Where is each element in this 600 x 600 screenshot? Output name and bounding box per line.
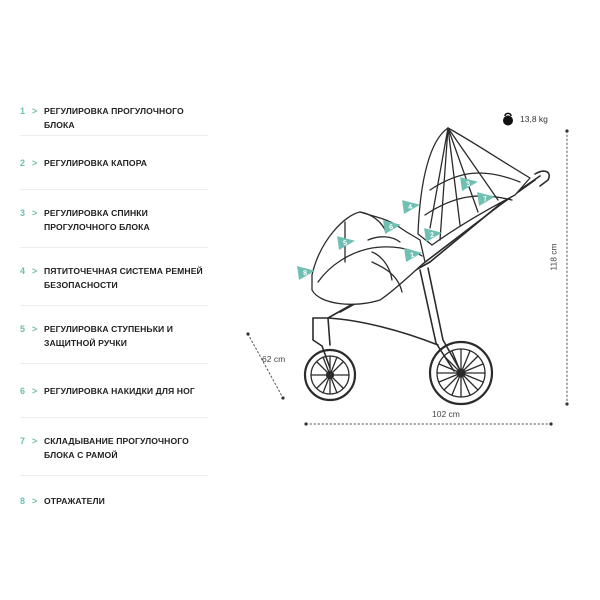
svg-text:7: 7 xyxy=(483,196,488,203)
marker-7: 7 xyxy=(477,192,495,207)
marker-8: 8 xyxy=(297,266,315,281)
chevron-right-icon: > xyxy=(32,496,38,506)
svg-text:2: 2 xyxy=(430,232,435,239)
chevron-right-icon: > xyxy=(32,436,38,446)
width-dimension-line xyxy=(247,333,284,399)
feature-item-5: 5 > РЕГУЛИРОВКА СТУПЕНЬКИ И ЗАЩИТНОЙ РУЧ… xyxy=(20,306,208,364)
front-wheel xyxy=(303,348,357,402)
feature-label: РЕГУЛИРОВКА КАПОРА xyxy=(44,158,148,168)
marker-1: 1 xyxy=(404,248,422,263)
feature-number: 7 xyxy=(20,436,26,446)
feature-markers: 8 5 6 4 2 1 3 7 xyxy=(297,177,495,281)
feature-item-8: 8 > ОТРАЖАТЕЛИ xyxy=(20,476,208,516)
feature-item-1: 1 > РЕГУЛИРОВКА ПРОГУЛОЧНОГО БЛОКА xyxy=(20,96,208,136)
feature-label: РЕГУЛИРОВКА ПРОГУЛОЧНОГО БЛОКА xyxy=(44,106,184,130)
svg-text:8: 8 xyxy=(303,270,308,277)
feature-number: 8 xyxy=(20,496,26,506)
chevron-right-icon: > xyxy=(32,386,38,396)
feature-item-2: 2 > РЕГУЛИРОВКА КАПОРА xyxy=(20,136,208,190)
feature-item-7: 7 > СКЛАДЫВАНИЕ ПРОГУЛОЧНОГО БЛОКА С РАМ… xyxy=(20,418,208,476)
svg-text:4: 4 xyxy=(408,204,413,211)
marker-6: 6 xyxy=(383,220,401,235)
marker-2: 2 xyxy=(424,228,442,243)
length-dimension-label: 102 cm xyxy=(432,409,460,419)
feature-item-3: 3 > РЕГУЛИРОВКА СПИНКИ ПРОГУЛОЧНОГО БЛОК… xyxy=(20,190,208,248)
chevron-right-icon: > xyxy=(32,208,38,218)
feature-item-6: 6 > РЕГУЛИРОВКА НАКИДКИ ДЛЯ НОГ xyxy=(20,364,208,418)
chevron-right-icon: > xyxy=(32,266,38,276)
width-dimension-label: 62 cm xyxy=(262,354,286,364)
rear-wheel xyxy=(428,340,494,406)
svg-text:3: 3 xyxy=(466,181,471,188)
svg-text:1: 1 xyxy=(410,252,415,259)
feature-item-4: 4 > ПЯТИТОЧЕЧНАЯ СИСТЕМА РЕМНЕЙ БЕЗОПАСН… xyxy=(20,248,208,306)
chevron-right-icon: > xyxy=(32,106,38,116)
feature-label: ПЯТИТОЧЕЧНАЯ СИСТЕМА РЕМНЕЙ БЕЗОПАСНОСТИ xyxy=(44,266,203,290)
feature-label: РЕГУЛИРОВКА СТУПЕНЬКИ И ЗАЩИТНОЙ РУЧКИ xyxy=(44,324,174,348)
marker-4: 4 xyxy=(402,200,420,215)
feature-list: 1 > РЕГУЛИРОВКА ПРОГУЛОЧНОГО БЛОКА 2 > Р… xyxy=(20,96,208,516)
feature-label: ОТРАЖАТЕЛИ xyxy=(44,496,105,506)
feature-number: 6 xyxy=(20,386,26,396)
weight-indicator: 13,8 kg xyxy=(501,111,548,126)
feature-number: 3 xyxy=(20,208,26,218)
weight-label: 13,8 kg xyxy=(520,113,548,124)
kettlebell-icon xyxy=(503,112,513,126)
chevron-right-icon: > xyxy=(32,324,38,334)
chevron-right-icon: > xyxy=(32,158,38,168)
feature-number: 4 xyxy=(20,266,26,276)
feature-number: 5 xyxy=(20,324,26,334)
feature-label: РЕГУЛИРОВКА НАКИДКИ ДЛЯ НОГ xyxy=(44,386,195,396)
canopy xyxy=(417,127,531,246)
feature-label: РЕГУЛИРОВКА СПИНКИ ПРОГУЛОЧНОГО БЛОКА xyxy=(44,208,150,232)
feature-label: СКЛАДЫВАНИЕ ПРОГУЛОЧНОГО БЛОКА С РАМОЙ xyxy=(44,436,189,460)
svg-text:6: 6 xyxy=(389,224,394,231)
svg-text:5: 5 xyxy=(343,240,348,247)
feature-number: 1 xyxy=(20,106,26,116)
marker-5: 5 xyxy=(337,236,355,251)
feature-number: 2 xyxy=(20,158,26,168)
marker-3: 3 xyxy=(460,177,478,192)
